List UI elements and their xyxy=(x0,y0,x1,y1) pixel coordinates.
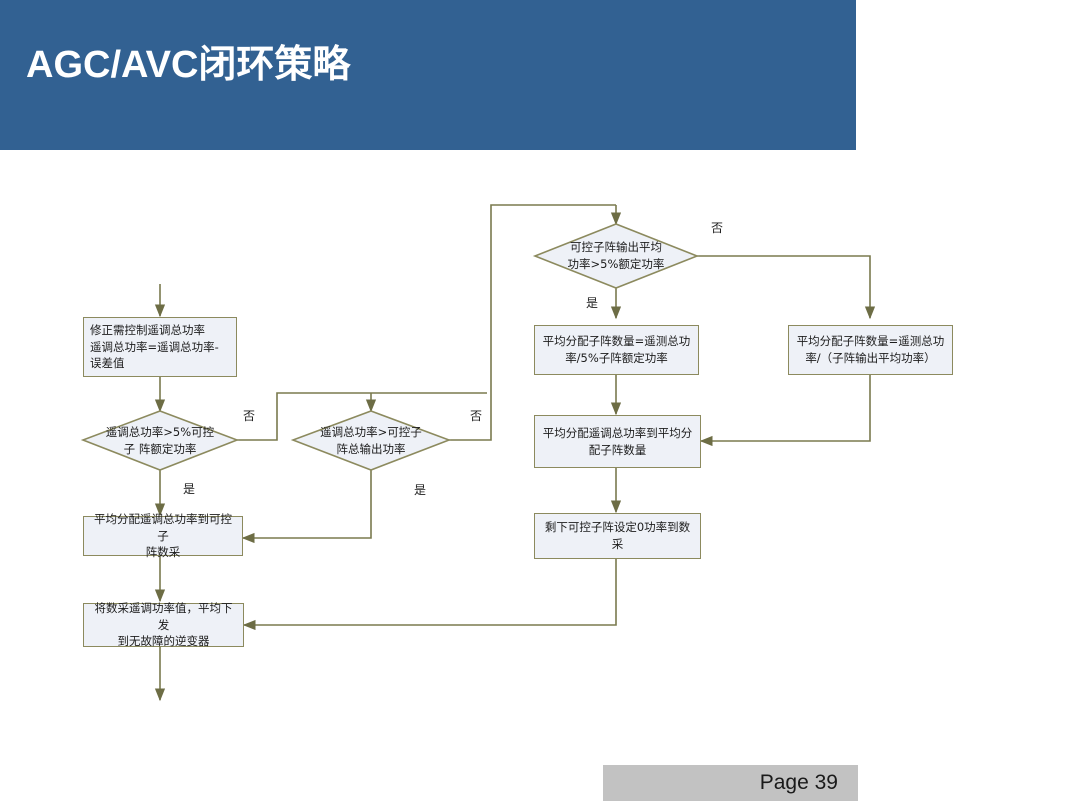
node-calc-count-by-avg[interactable]: 平均分配子阵数量=遥测总功 率/（子阵输出平均功率） xyxy=(788,325,953,375)
decision-shape-avg-gt-5pct xyxy=(532,223,700,289)
branch-label-decision-top-no: 否 xyxy=(711,221,724,235)
node-send-to-inverters[interactable]: 将数采遥调功率值，平均下发 到无故障的逆变器 xyxy=(83,601,244,649)
branch-label-decision2-no: 否 xyxy=(470,409,483,423)
decision-shape-total-gt-5pct xyxy=(80,410,240,471)
edge-decision1-no-seg xyxy=(237,392,487,441)
node-calc-count-by-avg-label: 平均分配子阵数量=遥测总功 率/（子阵输出平均功率） xyxy=(796,334,945,365)
node-correct-total-power[interactable]: 修正需控制遥调总功率 遥调总功率=遥调总功率-误差值 xyxy=(83,317,237,377)
branch-label-decision-top-yes: 是 xyxy=(586,296,599,310)
node-distribute-to-count[interactable]: 平均分配遥调总功率到平均分 配子阵数量 xyxy=(534,415,701,468)
node-correct-total-power-label: 修正需控制遥调总功率 遥调总功率=遥调总功率-误差值 xyxy=(90,322,219,371)
edge-calcavg-to-distribute xyxy=(699,375,871,447)
edge-decision2-yes xyxy=(241,470,372,544)
node-distribute-to-all[interactable]: 平均分配遥调总功率到可控子 阵数采 xyxy=(83,512,243,559)
footer-bar xyxy=(603,765,858,801)
branch-label-decision1-no: 否 xyxy=(243,409,256,423)
page-number: Page 39 xyxy=(759,771,838,794)
node-distribute-to-count-label: 平均分配遥调总功率到平均分 配子阵数量 xyxy=(542,425,693,457)
title-banner xyxy=(0,0,856,150)
node-send-to-inverters-label: 将数采遥调功率值，平均下发 到无故障的逆变器 xyxy=(94,601,233,649)
edge-remaining-to-send xyxy=(242,559,617,631)
node-remaining-zero-power[interactable]: 剩下可控子阵设定0功率到数采 xyxy=(534,513,701,559)
node-distribute-to-all-label: 平均分配遥调总功率到可控子 阵数采 xyxy=(94,512,232,560)
branch-label-decision2-yes: 是 xyxy=(414,483,427,497)
node-calc-count-by-5pct[interactable]: 平均分配子阵数量=遥测总功 率/5%子阵额定功率 xyxy=(534,325,699,375)
page-title: AGC/AVC闭环策略 xyxy=(26,44,351,86)
node-remaining-zero-power-label: 剩下可控子阵设定0功率到数采 xyxy=(544,520,691,551)
edge-decision2-no-seg xyxy=(449,204,616,441)
node-calc-count-by-5pct-label: 平均分配子阵数量=遥测总功 率/5%子阵额定功率 xyxy=(542,334,691,365)
decision-shape-total-gt-output xyxy=(290,410,452,471)
edge-decision-top-no xyxy=(697,255,876,320)
branch-label-decision1-yes: 是 xyxy=(183,482,196,496)
